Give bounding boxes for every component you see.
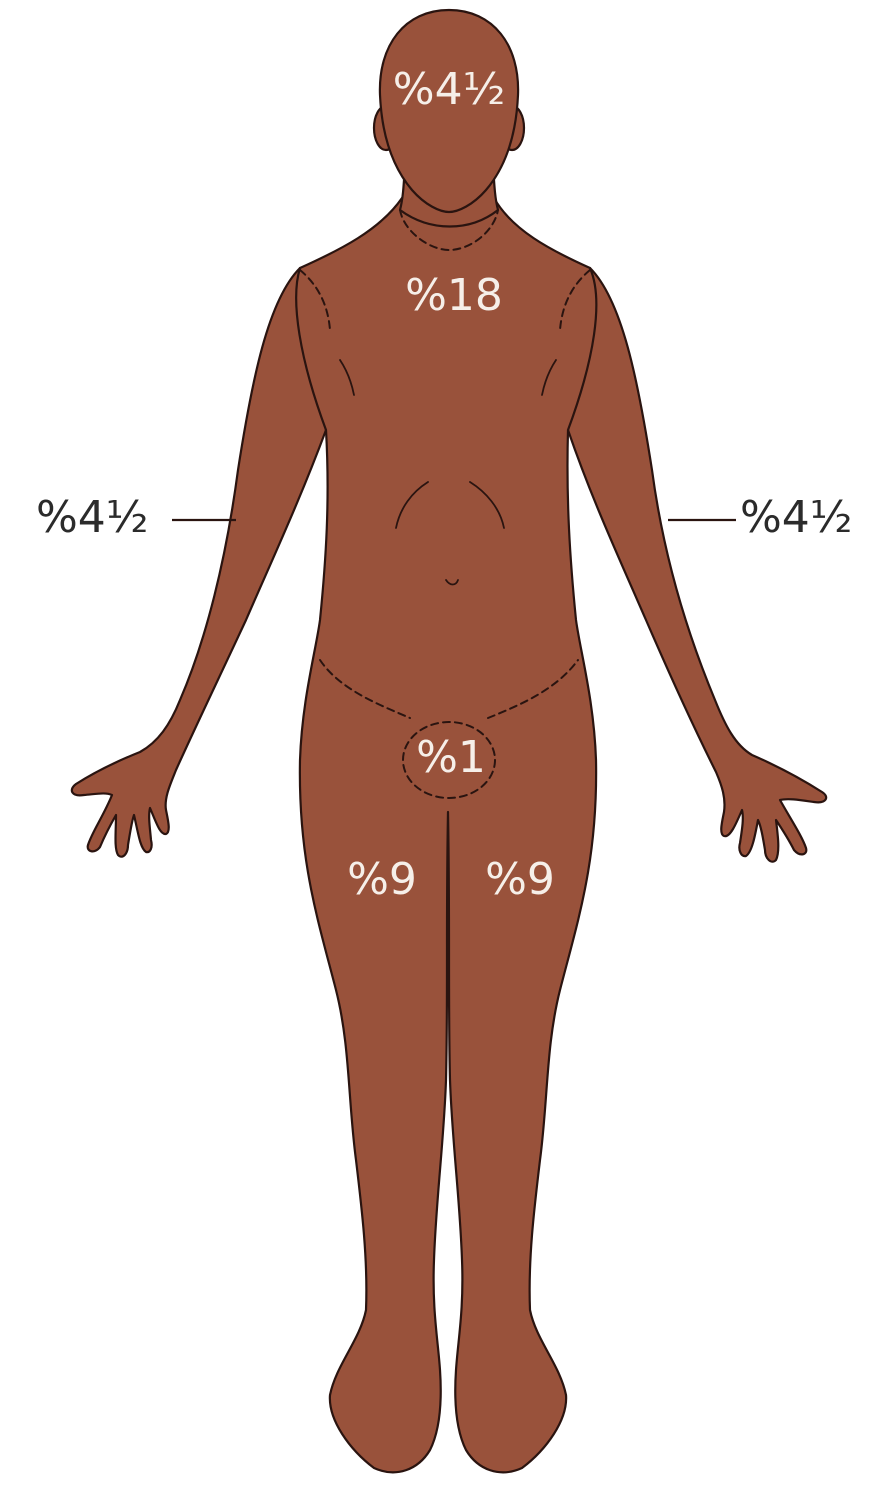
genital-percent-label: %1	[416, 732, 486, 783]
head-percent-label: %4½	[393, 64, 505, 115]
left-arm-percent-label: %4½	[36, 492, 148, 543]
left-arm	[72, 268, 328, 857]
right-arm	[565, 268, 827, 862]
torso-and-legs	[296, 198, 596, 1472]
right-arm-percent-label: %4½	[740, 492, 852, 543]
chest-percent-label: %18	[405, 270, 503, 321]
left-leg-percent-label: %9	[347, 854, 417, 905]
right-leg-percent-label: %9	[485, 854, 555, 905]
